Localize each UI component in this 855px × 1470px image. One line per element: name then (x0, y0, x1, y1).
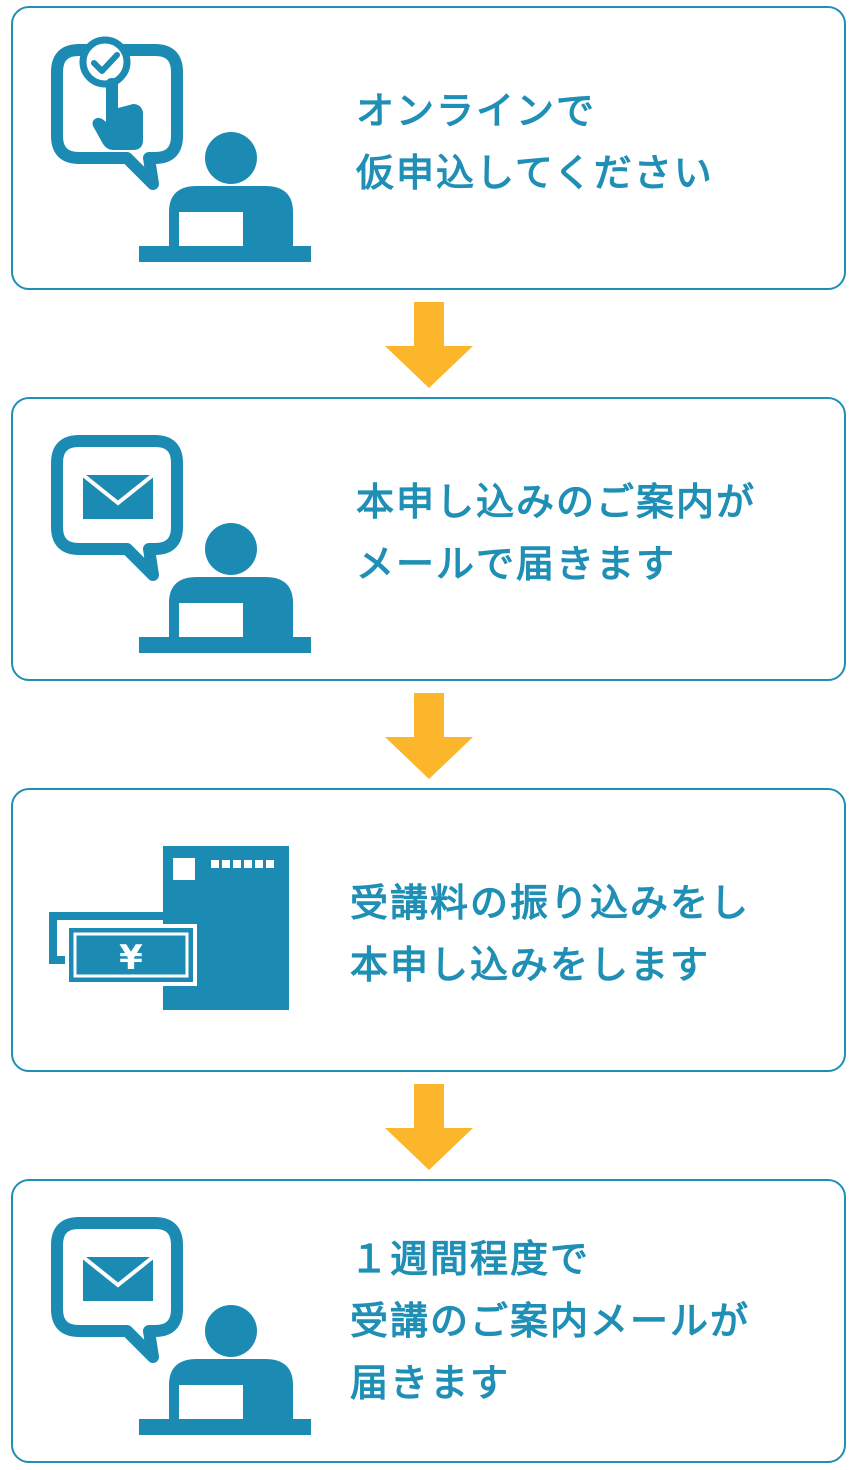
step-1-box: オンラインで 仮申込してください (11, 6, 846, 290)
down-arrow-icon (385, 1084, 473, 1170)
yen-symbol: ¥ (119, 938, 143, 978)
step-2-line-2: メールで届きます (356, 542, 677, 586)
step-3-box: ¥ ¥ 受講料の振り込みをし 本申し込みをします (11, 788, 846, 1072)
step-1-text: オンラインで 仮申込してください (356, 80, 714, 204)
person-online-application-icon (51, 36, 311, 262)
down-arrow-icon (385, 302, 473, 388)
person-email-icon (51, 1217, 311, 1435)
step-1-line-2: 仮申込してください (356, 151, 714, 195)
step-4-box: １週間程度で 受講のご案内メールが 届きます (11, 1179, 846, 1463)
person-email-icon (51, 435, 311, 653)
step-4-line-2: 受講のご案内メールが (350, 1299, 751, 1343)
step-4-line-3: 届きます (350, 1361, 511, 1405)
step-4-text: １週間程度で 受講のご案内メールが 届きます (350, 1228, 750, 1414)
step-3-text: 受講料の振り込みをし 本申し込みをします (350, 872, 750, 996)
bank-transfer-yen-icon: ¥ ¥ (49, 846, 289, 1010)
step-1-line-1: オンラインで (356, 89, 597, 133)
step-3-line-1: 受講料の振り込みをし (350, 881, 751, 925)
step-2-box: 本申し込みのご案内が メールで届きます (11, 397, 846, 681)
step-3-line-2: 本申し込みをします (350, 943, 711, 987)
down-arrow-icon (385, 693, 473, 779)
step-2-text: 本申し込みのご案内が メールで届きます (356, 471, 756, 595)
step-2-line-1: 本申し込みのご案内が (356, 480, 757, 524)
step-4-line-1: １週間程度で (350, 1237, 591, 1281)
